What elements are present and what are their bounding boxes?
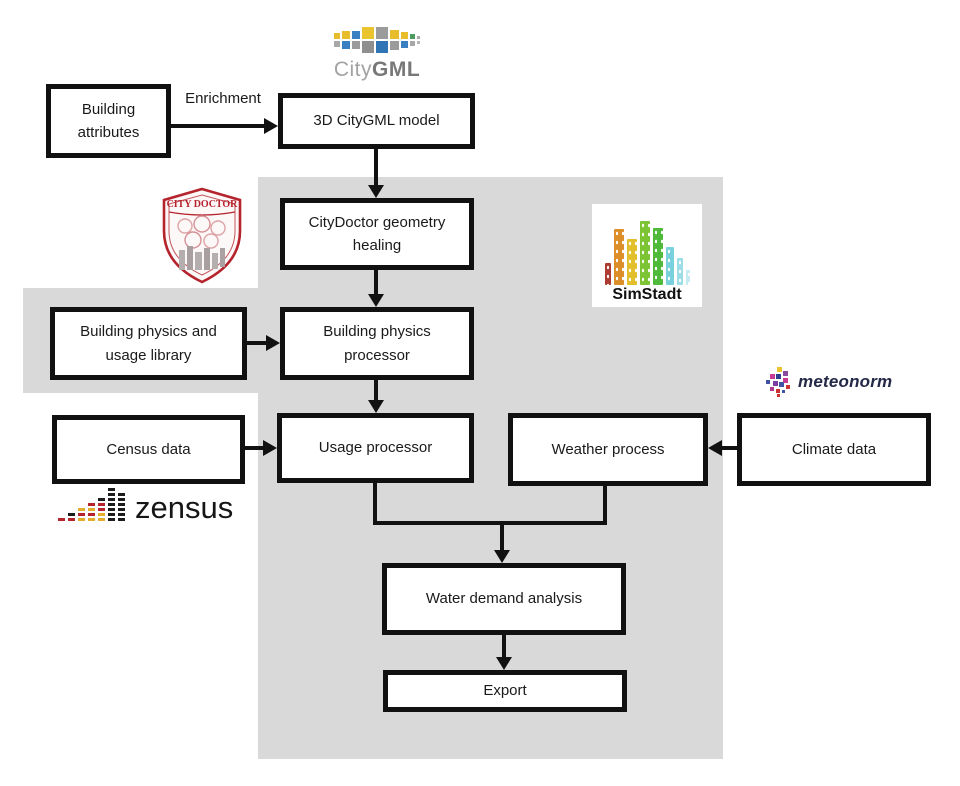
arrow-census-to-usage — [245, 446, 264, 450]
arrow-library-to-physics — [247, 341, 268, 345]
connector-usage-down — [373, 483, 377, 525]
flow-box-physics-library: Building physics and usage library — [50, 307, 247, 380]
flow-box-citydoctor-healing: CityDoctor geometry healing — [280, 198, 474, 270]
arrow-merge-to-water — [500, 521, 504, 551]
citygml-logo-squares-row1 — [310, 27, 444, 39]
edge-label-enrichment: Enrichment — [185, 90, 261, 107]
simstadt-logo-bars — [604, 213, 690, 285]
arrow-model-to-healing — [374, 149, 378, 186]
flow-box-usage-processor: Usage processor — [277, 413, 474, 483]
arrowhead-right-icon — [266, 335, 280, 351]
arrow-healing-to-physics — [374, 270, 378, 295]
citygml-logo-text: CityGML — [310, 58, 444, 82]
citydoctor-logo-text: CITY DOCTOR — [167, 199, 239, 210]
citygml-logo-text-bold: GML — [372, 58, 421, 81]
citygml-logo-text-light: City — [333, 58, 372, 81]
flow-box-export: Export — [383, 670, 627, 712]
flow-box-water-demand: Water demand analysis — [382, 563, 626, 635]
flow-box-climate-data: Climate data — [737, 413, 931, 486]
flow-box-census-data: Census data — [52, 415, 245, 484]
arrow-physics-to-usage — [374, 380, 378, 401]
arrow-attributes-to-model — [171, 124, 266, 128]
meteonorm-logo: meteonorm — [766, 366, 892, 398]
simstadt-logo: SimStadt — [592, 204, 702, 307]
simstadt-logo-text: SimStadt — [612, 286, 682, 303]
flow-box-citygml-model: 3D CityGML model — [278, 93, 475, 149]
arrow-climate-to-weather — [721, 446, 737, 450]
arrowhead-down-icon — [494, 550, 510, 563]
arrowhead-right-icon — [263, 440, 277, 456]
connector-weather-down — [603, 486, 607, 525]
meteonorm-logo-text: meteonorm — [798, 372, 893, 391]
zensus-logo-bars — [58, 488, 125, 521]
arrowhead-down-icon — [368, 294, 384, 307]
meteonorm-logo-icon — [766, 366, 793, 398]
arrowhead-left-icon — [708, 440, 722, 456]
connector-merge-horizontal — [373, 521, 607, 525]
arrowhead-right-icon — [264, 118, 278, 134]
flow-box-physics-processor: Building physics processor — [280, 307, 474, 380]
citygml-logo: CityGML — [310, 27, 444, 82]
flow-box-building-attributes: Building attributes — [46, 84, 171, 158]
arrowhead-down-icon — [368, 185, 384, 198]
zensus-logo: zensus — [58, 488, 234, 525]
arrowhead-down-icon — [496, 657, 512, 670]
arrow-water-to-export — [502, 635, 506, 658]
zensus-logo-text: zensus — [135, 489, 234, 525]
arrowhead-down-icon — [368, 400, 384, 413]
citydoctor-logo: CITY DOCTOR — [162, 187, 242, 284]
flow-box-weather-process: Weather process — [508, 413, 708, 486]
citygml-logo-squares-row2 — [310, 41, 444, 53]
